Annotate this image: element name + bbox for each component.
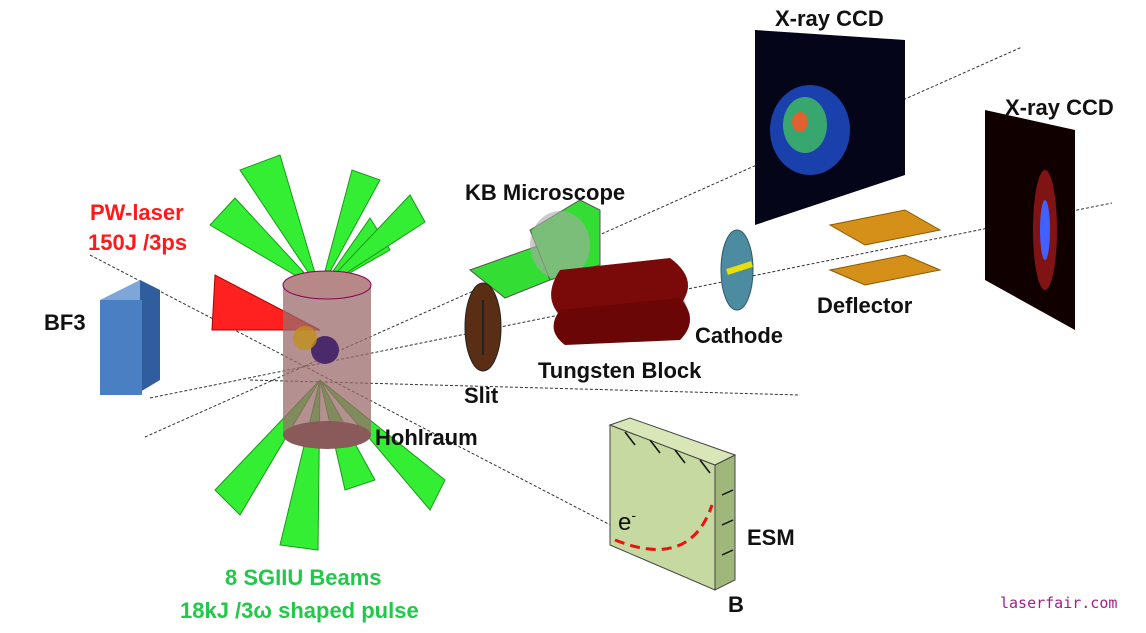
label-tungsten-block: Tungsten Block xyxy=(538,358,702,383)
bf3-detector xyxy=(100,280,160,395)
label-pw-laser: PW-laser xyxy=(90,200,184,225)
label-cathode: Cathode xyxy=(695,323,783,348)
label-sg-beams: 8 SGIIU Beams xyxy=(225,565,382,590)
label-pw-laser-spec: 150J /3ps xyxy=(88,230,187,255)
label-hohlraum: Hohlraum xyxy=(375,425,478,450)
label-esm: ESM xyxy=(747,525,795,550)
label-xray-ccd-right: X-ray CCD xyxy=(1005,95,1114,120)
label-kb-microscope: KB Microscope xyxy=(465,180,625,205)
deflector xyxy=(828,209,942,286)
label-xray-ccd-top: X-ray CCD xyxy=(775,6,884,31)
esm-magnet xyxy=(608,417,737,591)
kb-microscope xyxy=(468,199,601,299)
xray-ccd-top xyxy=(755,30,905,225)
label-sg-beams-spec: 18kJ /3ω shaped pulse xyxy=(180,598,419,623)
tungsten-block xyxy=(551,258,690,345)
watermark: laserfair.com xyxy=(1000,594,1117,612)
hohlraum xyxy=(282,270,372,449)
label-electron: e- xyxy=(618,507,636,536)
label-deflector: Deflector xyxy=(817,293,913,318)
label-b-field: B xyxy=(728,592,744,617)
xray-ccd-right xyxy=(985,110,1075,330)
label-slit: Slit xyxy=(464,383,499,408)
slit xyxy=(464,282,502,372)
cathode xyxy=(720,229,754,311)
label-bf3: BF3 xyxy=(44,310,86,335)
